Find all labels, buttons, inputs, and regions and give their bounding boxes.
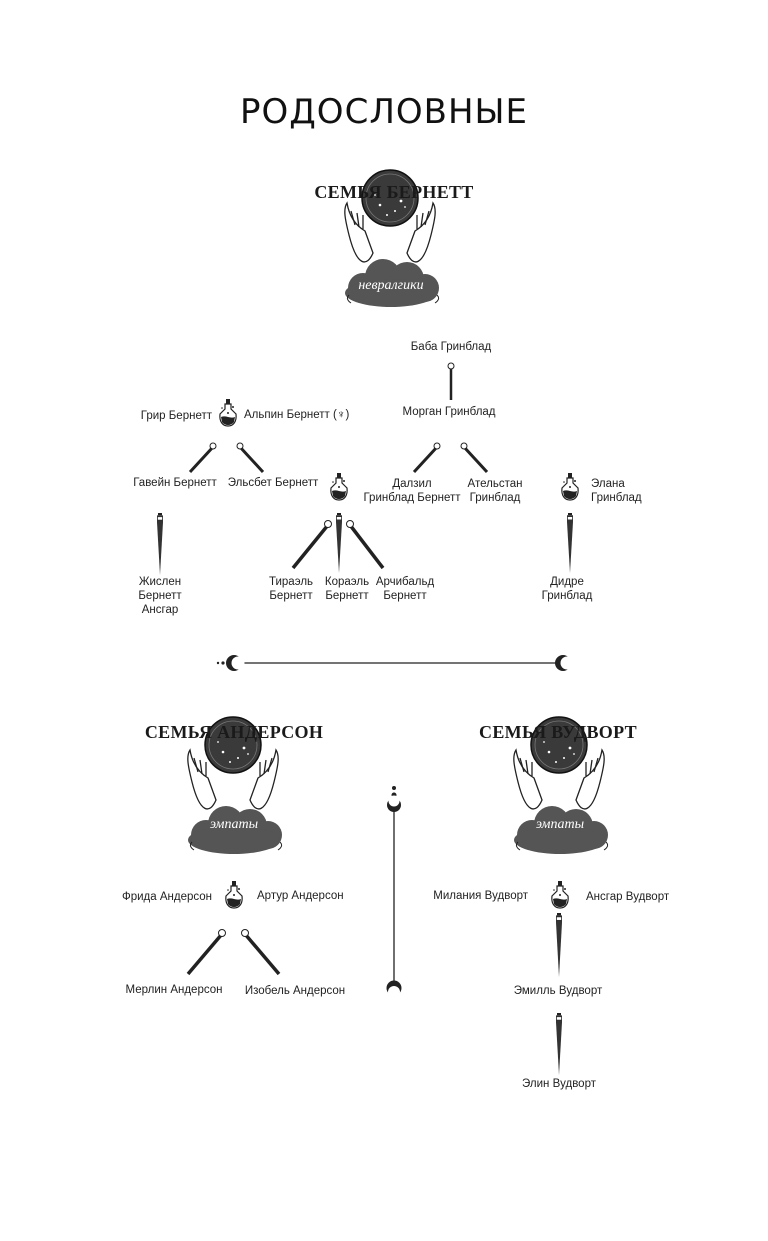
person-jislen: Жислен Бернетт Ансгар xyxy=(138,576,182,616)
burnett-family-badge: невралгики xyxy=(358,278,424,293)
person-merlin-anderson: Мерлин Андерсон xyxy=(125,984,223,996)
page-title: РОДОСЛОВНЫЕ xyxy=(239,92,529,132)
crescent-moon-icon xyxy=(226,655,245,671)
cloud-icon xyxy=(188,806,282,854)
anderson-emblem xyxy=(187,716,283,854)
connector-line xyxy=(238,445,265,474)
cloud-icon xyxy=(345,259,439,307)
vial-icon xyxy=(555,1013,563,1075)
person-grir-burnett: Грир Бернетт xyxy=(140,410,212,422)
person-elin-woodward: Элин Вудворт xyxy=(522,1078,596,1090)
person-alpin-burnett: Альпин Бернетт (♆) xyxy=(244,409,350,421)
person-milania-woodward: Милания Вудворт xyxy=(433,890,528,902)
person-baba-greenblad: Баба Гринблад xyxy=(410,341,492,353)
person-gawain-burnett: Гавейн Бернетт xyxy=(133,477,217,489)
person-artur-anderson: Артур Андерсон xyxy=(257,890,344,902)
potion-icon xyxy=(219,398,237,427)
hands-icon xyxy=(187,748,279,810)
connector-line xyxy=(291,523,330,570)
crystal-ball-icon xyxy=(204,716,262,774)
anderson-family-badge: эмпаты xyxy=(209,817,259,832)
crescent-moon-icon xyxy=(555,655,574,671)
vial-icon xyxy=(335,513,343,573)
connector-line xyxy=(412,445,439,474)
crystal-ball-icon xyxy=(530,716,588,774)
anderson-family-title: СЕМЬЯ АНДЕРСОН xyxy=(144,722,324,742)
person-archibald: Арчибальд Бернетт xyxy=(375,576,435,602)
person-tiraelle: Тираэль Бернетт xyxy=(268,576,314,602)
connector-line xyxy=(462,445,489,474)
potion-icon xyxy=(330,472,348,501)
person-frida-anderson: Фрида Андерсон xyxy=(121,891,212,903)
person-elana: Элана Гринблад xyxy=(591,478,642,504)
person-dalzil: Далзил Гринблад Бернетт xyxy=(363,478,461,504)
connector-line xyxy=(243,932,281,976)
woodward-emblem xyxy=(513,716,609,854)
person-morgan-greenblad: Морган Гринблад xyxy=(402,406,496,418)
hands-icon xyxy=(513,748,605,810)
burnett-family-title: СЕМЬЯ БЕРНЕТТ xyxy=(314,182,474,202)
person-koraelle: Кораэль Бернетт xyxy=(324,576,370,602)
vial-icon xyxy=(156,513,164,575)
woodward-family-title: СЕМЬЯ ВУДВОРТ xyxy=(479,722,637,742)
woodward-family-badge: эмпаты xyxy=(535,817,585,832)
person-emill-woodward: Эмилль Вудворт xyxy=(513,985,603,997)
crescent-moon-icon xyxy=(386,980,402,998)
potion-icon xyxy=(561,472,579,501)
person-isobel-anderson: Изобель Андерсон xyxy=(244,985,346,997)
connector-line xyxy=(186,932,224,976)
potion-icon xyxy=(225,880,243,909)
potion-icon xyxy=(551,880,569,909)
person-ansgar-woodward: Ансгар Вудворт xyxy=(586,891,670,903)
connector-line xyxy=(188,445,215,474)
vial-icon xyxy=(566,513,574,573)
person-elsbeth-burnett: Эльсбет Бернетт xyxy=(227,477,319,489)
crystal-ball-icon xyxy=(361,169,419,227)
burnett-emblem xyxy=(344,169,440,307)
hands-icon xyxy=(344,201,436,263)
connector-line xyxy=(348,523,385,570)
crescent-moon-icon xyxy=(387,795,401,812)
person-didre: Дидре Гринблад xyxy=(541,576,593,602)
person-athelstan: Ательстан Гринблад xyxy=(467,478,523,504)
vial-icon xyxy=(555,913,563,977)
cloud-icon xyxy=(514,806,608,854)
